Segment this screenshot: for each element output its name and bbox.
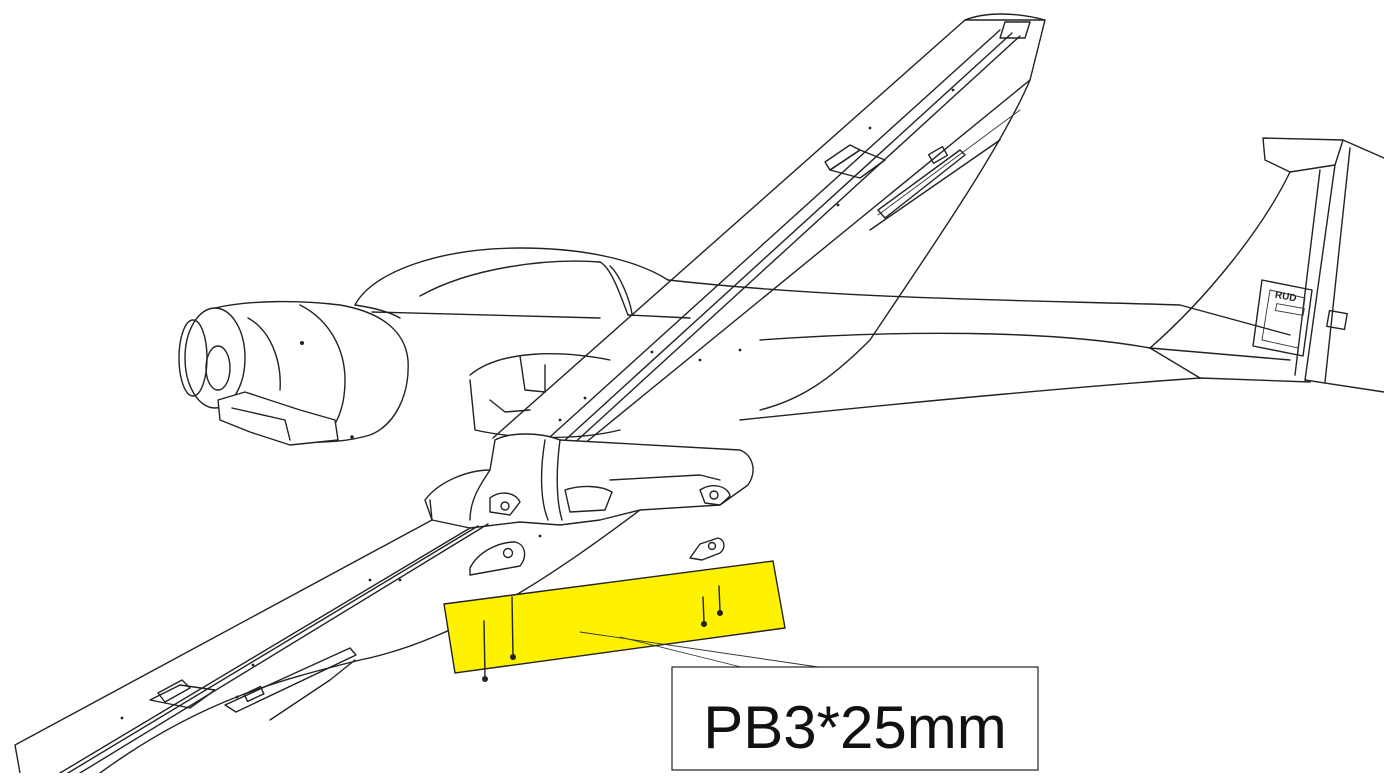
rudder-servo-hatch: RUD [1252, 279, 1348, 357]
wing-far [492, 13, 1046, 471]
callout-box [671, 666, 1039, 771]
landing-gear-well [469, 353, 621, 439]
screw-panel-highlight [443, 560, 786, 674]
canopy [354, 247, 691, 319]
screw-highlight-box [443, 560, 786, 682]
wing-near [14, 509, 641, 774]
rudder-label: RUD [1274, 290, 1297, 305]
nose-cowl [178, 300, 409, 446]
mounting-tab-left [469, 541, 526, 576]
mounting-tab-right [689, 537, 725, 561]
callout: PB3*25mm [579, 631, 1039, 771]
vertical-fin [1149, 137, 1384, 393]
screw-spec-label: PB3*25mm [703, 694, 1006, 761]
wing-saddle [424, 433, 754, 529]
fuselage [667, 279, 1311, 421]
